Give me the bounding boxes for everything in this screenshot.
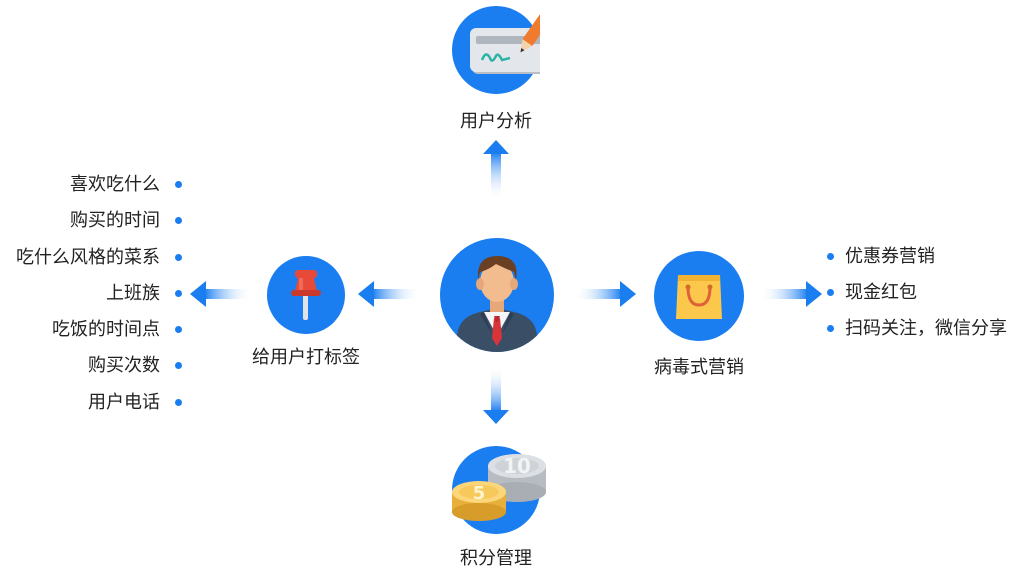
arrow-right-1: [574, 281, 636, 307]
list-item: 扫码关注，微信分享: [827, 313, 1007, 349]
user-analysis-node: [452, 6, 540, 94]
shopping-bag-icon: [676, 275, 722, 319]
bullet-icon: [175, 398, 182, 406]
bullet-icon: [175, 326, 182, 334]
arrow-down: [483, 366, 509, 424]
list-item-text: 吃饭的时间点: [52, 319, 160, 341]
list-item: 现金红包: [827, 277, 1007, 313]
list-item-text: 用户电话: [88, 391, 160, 413]
coin-big-value: 10: [503, 454, 531, 478]
pushpin-icon: [291, 270, 321, 320]
arrow-right-2: [760, 281, 822, 307]
list-item: 用户电话: [16, 388, 182, 424]
bullet-icon: [175, 362, 182, 370]
points-management-node: 10 5: [452, 446, 546, 534]
list-item-text: 现金红包: [845, 282, 917, 303]
arrow-left-2: [190, 281, 252, 307]
list-item-text: 上班族: [106, 282, 160, 304]
bullet-icon: [175, 181, 182, 188]
coin-small-value: 5: [473, 483, 486, 504]
list-item-text: 购买次数: [88, 355, 160, 377]
center-node: [440, 238, 554, 352]
viral-marketing-label: 病毒式营销: [654, 357, 744, 378]
businessman-icon: [454, 256, 540, 352]
list-item-text: 吃什么风格的菜系: [16, 246, 160, 268]
list-item-text: 优惠券营销: [845, 246, 935, 267]
coins-icon: 10 5: [452, 454, 546, 521]
marketing-list: 优惠券营销 现金红包 扫码关注，微信分享: [827, 241, 1007, 349]
bullet-icon: [175, 217, 182, 225]
arrow-left-1: [358, 281, 420, 307]
bullet-icon: [827, 325, 834, 332]
list-item-text: 喜欢吃什么: [70, 174, 160, 195]
list-item: 上班族: [16, 279, 182, 315]
list-item: 购买次数: [16, 351, 182, 387]
list-item: 喜欢吃什么: [16, 170, 182, 206]
points-management-label: 积分管理: [460, 548, 532, 569]
tag-users-label: 给用户打标签: [252, 347, 360, 368]
viral-marketing-node: [654, 251, 744, 341]
user-analysis-label: 用户分析: [460, 111, 532, 132]
list-item-text: 购买的时间: [70, 210, 160, 232]
user-tag-list: 喜欢吃什么 购买的时间 吃什么风格的菜系 上班族 吃饭的时间点 购买次数 用户电…: [16, 170, 182, 424]
bullet-icon: [175, 289, 182, 297]
tag-users-node: [267, 256, 345, 334]
bullet-icon: [827, 253, 834, 260]
list-item: 吃饭的时间点: [16, 315, 182, 351]
check-signature-icon: [470, 6, 540, 74]
list-item-text: 扫码关注，微信分享: [845, 318, 1007, 339]
list-item: 购买的时间: [16, 206, 182, 242]
list-item: 吃什么风格的菜系: [16, 243, 182, 279]
arrow-up: [483, 140, 509, 200]
bullet-icon: [175, 253, 182, 261]
bullet-icon: [827, 289, 834, 296]
list-item: 优惠券营销: [827, 241, 1007, 277]
